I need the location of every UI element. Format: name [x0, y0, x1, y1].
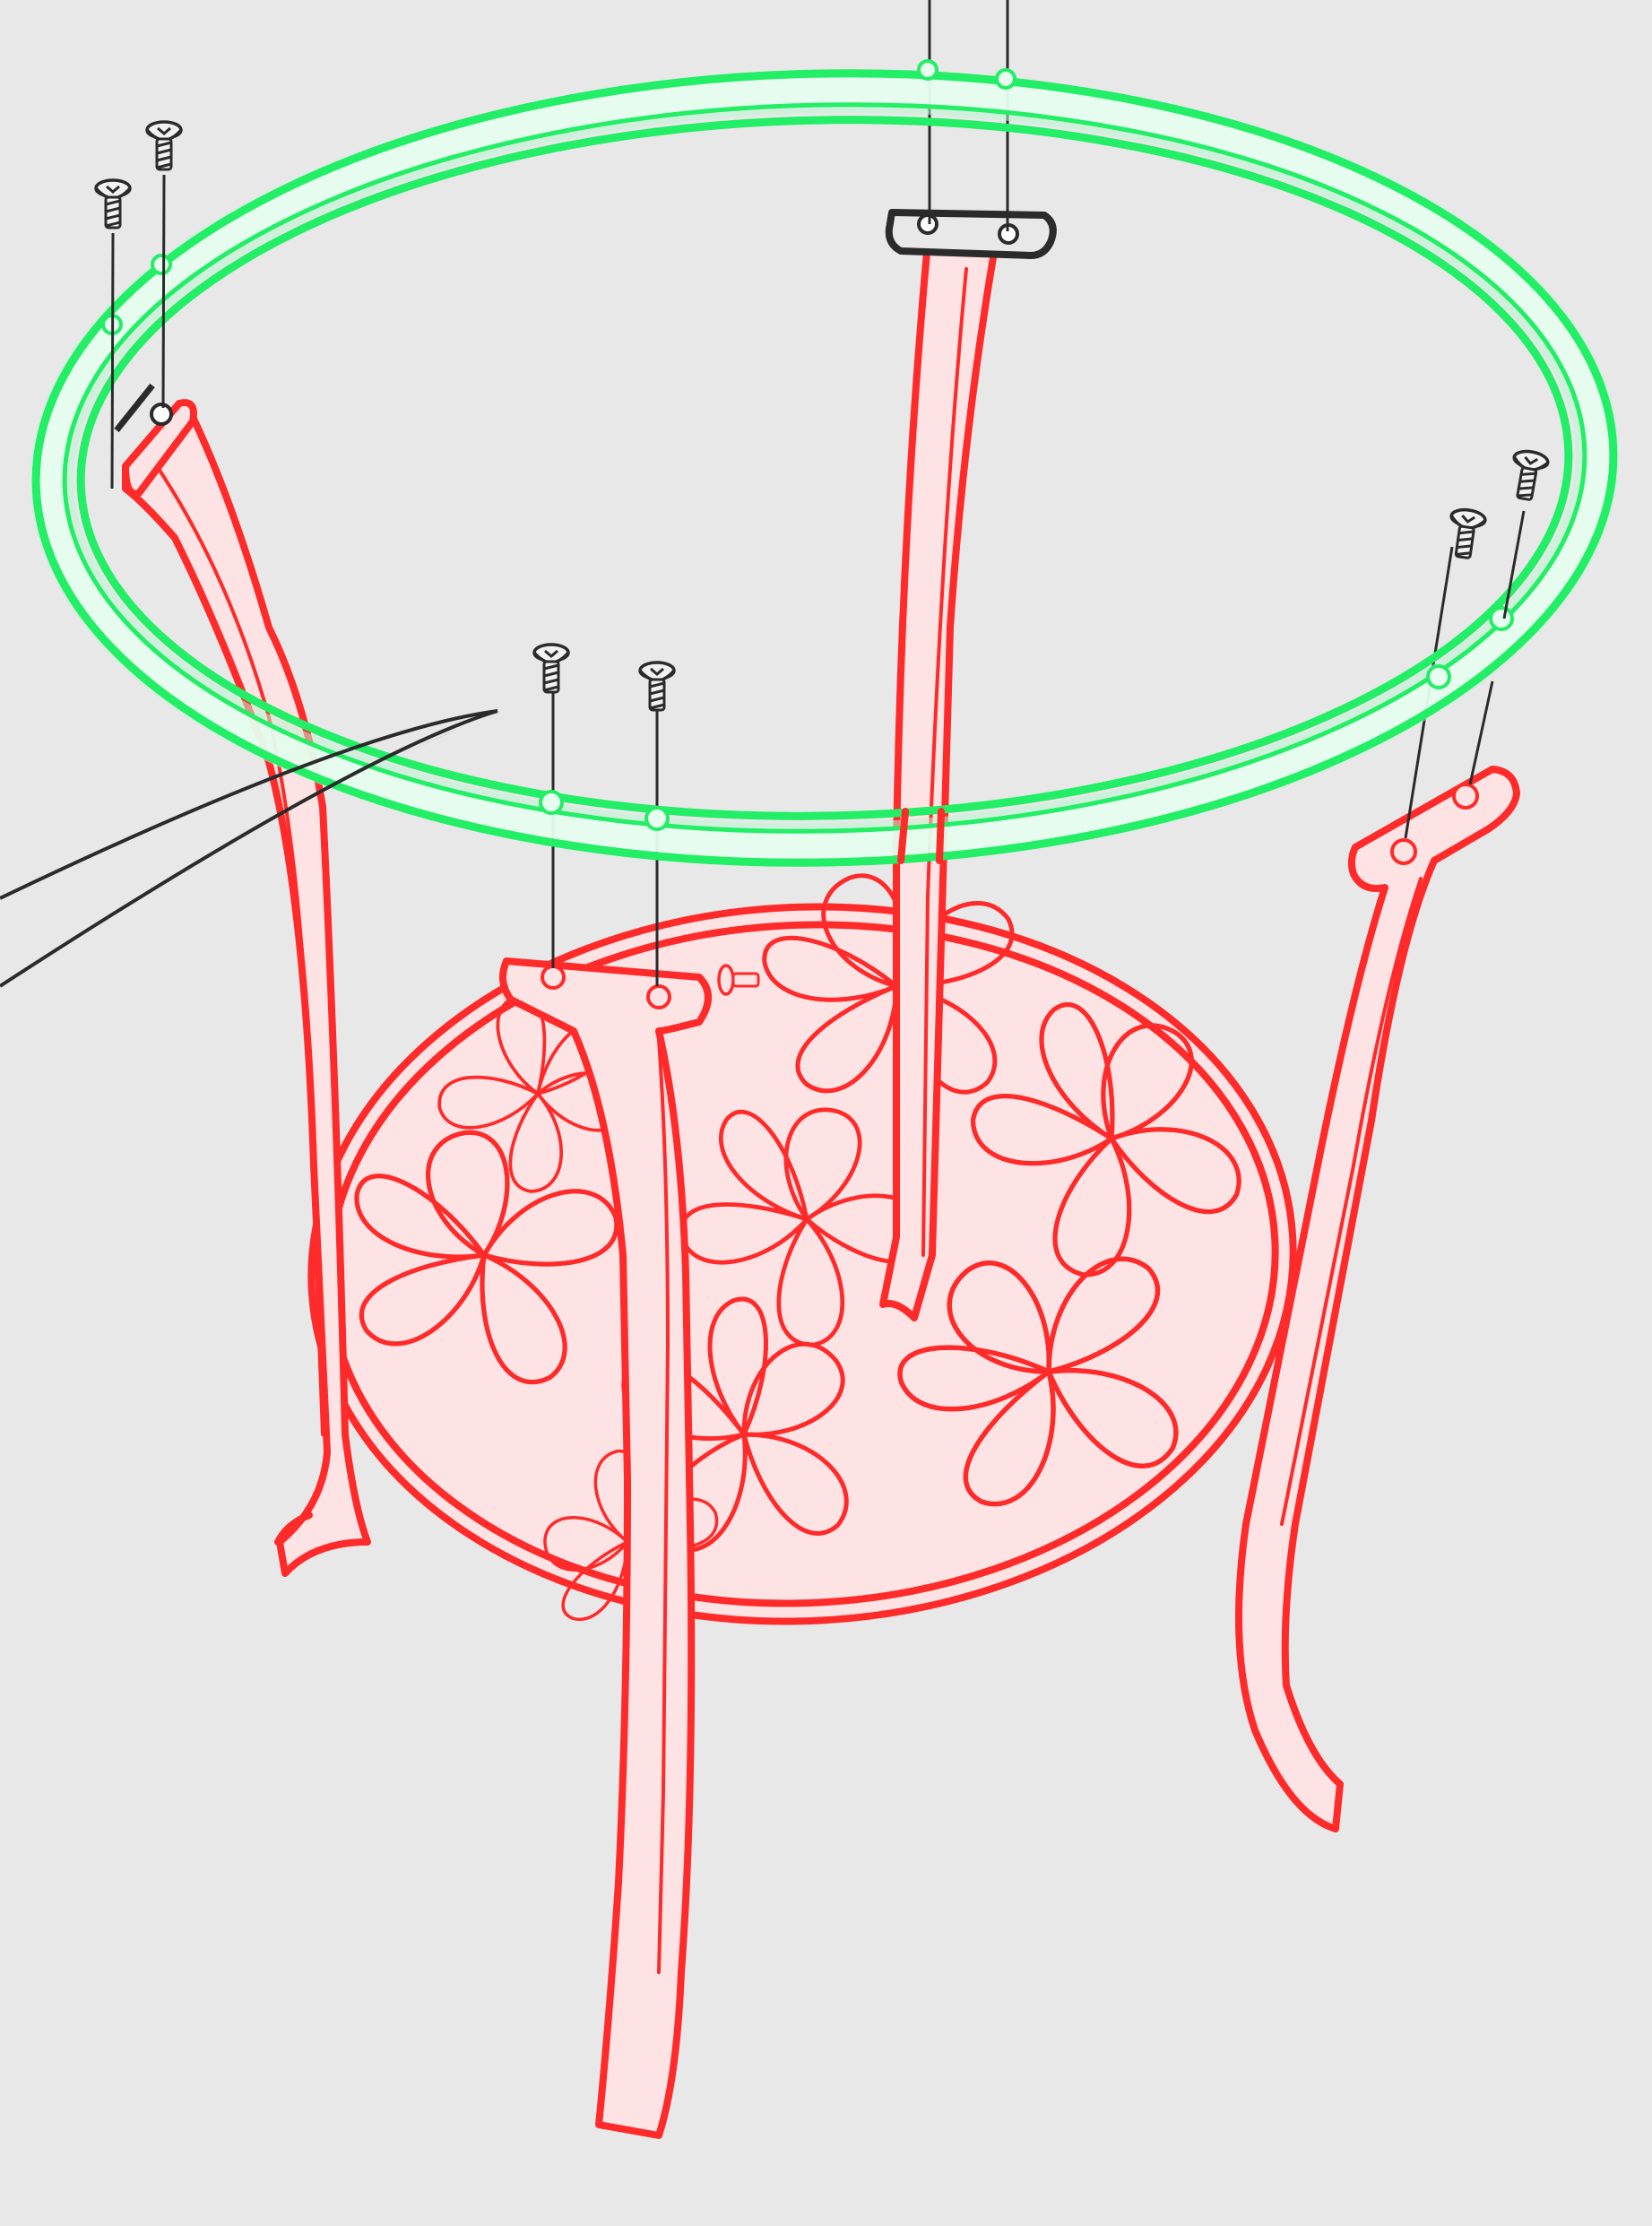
allen-key-icon: [0, 709, 498, 988]
screw-icon: [638, 661, 676, 712]
left-leg-bracket: [114, 383, 197, 498]
right-leg: [1235, 546, 1520, 1832]
screw-icon: [145, 120, 183, 171]
left-leg: [122, 400, 371, 1577]
shelf-screw-icon: [717, 964, 760, 996]
screw-icon: [532, 643, 570, 694]
screw-icon: [1505, 447, 1552, 504]
lower-shelf: [307, 841, 1297, 1642]
screw-icon: [94, 178, 132, 230]
glass-top: [30, 59, 1619, 867]
front-leg: [499, 690, 712, 2139]
